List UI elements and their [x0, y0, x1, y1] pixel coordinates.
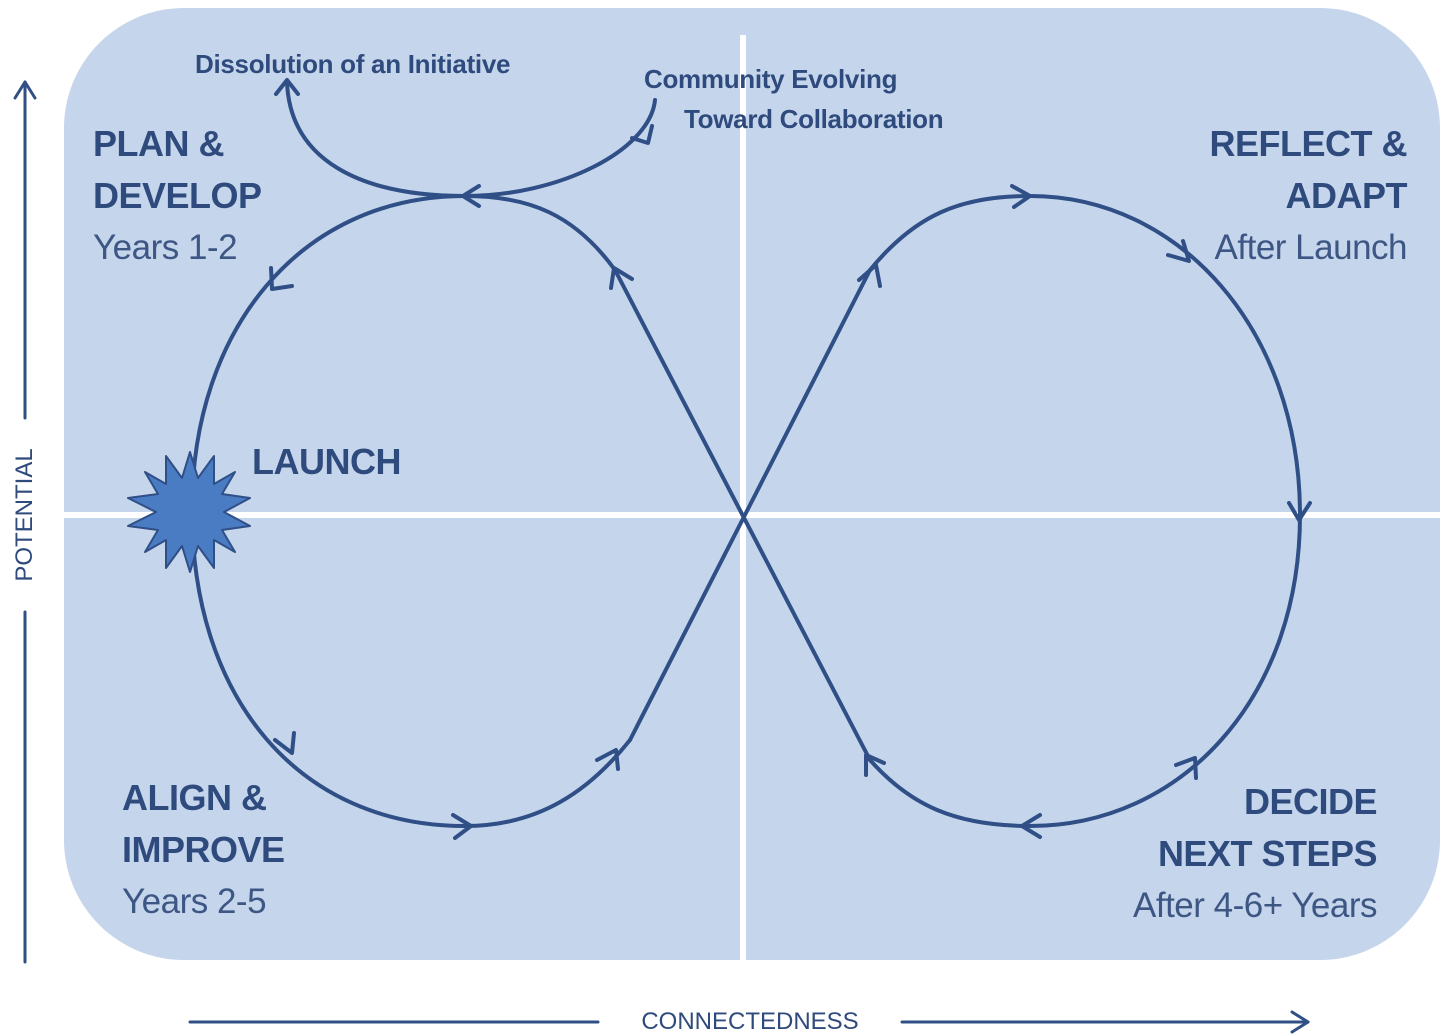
dissolution-label: Dissolution of an Initiative [195, 49, 511, 79]
arrowhead-right-middle [1287, 501, 1312, 522]
arrowhead-right-upper [1166, 239, 1191, 263]
phase-plan-title-2: DEVELOP [93, 175, 262, 216]
y-axis-arrowhead [13, 80, 37, 100]
phase-plan-subtitle: Years 1-2 [93, 228, 238, 267]
phase-plan-title-1: PLAN & [93, 123, 224, 164]
arrowhead-top-right [1010, 184, 1032, 209]
x-axis-label: CONNECTEDNESS [641, 1008, 859, 1035]
phase-align-subtitle: Years 2-5 [122, 882, 267, 921]
cross-line-falling [613, 268, 872, 762]
arrowhead-bottom-right [1020, 813, 1042, 839]
background-panel [64, 8, 1440, 960]
arrowhead-rising-upper [857, 263, 882, 288]
arrowhead-rising-lower [595, 748, 620, 771]
community-label-line-1: Community Evolving [644, 64, 898, 94]
loop-segment-top-left [190, 194, 467, 512]
phase-reflect-title-2: ADAPT [1285, 175, 1408, 216]
phase-reflect-title-1: REFLECT & [1209, 123, 1408, 164]
loop-segment-top-right [868, 193, 1302, 517]
phase-decide-next-steps: DECIDE NEXT STEPS After 4-6+ Years [1133, 776, 1377, 932]
phase-align-title-1: ALIGN & [122, 777, 267, 818]
y-axis-label: POTENTIAL [11, 448, 38, 582]
x-axis-arrowhead [1290, 1010, 1310, 1034]
phase-decide-subtitle: After 4-6+ Years [1133, 886, 1377, 925]
arrowhead-right-lower [1174, 756, 1198, 780]
phase-decide-title-2: NEXT STEPS [1157, 833, 1378, 874]
arrowhead-dissolution [274, 78, 300, 96]
arrowhead-falling-upper [609, 266, 634, 290]
phase-align-title-2: IMPROVE [122, 829, 285, 870]
phase-reflect-subtitle: After Launch [1214, 228, 1408, 267]
community-label-line-2: Toward Collaboration [684, 104, 944, 134]
phase-reflect-adapt: REFLECT & ADAPT After Launch [1210, 118, 1408, 274]
arrowhead-bottom-left [451, 813, 473, 840]
community-branch [463, 98, 657, 198]
loop-segment-bottom-right [868, 513, 1302, 829]
arrowhead-left-lower [273, 731, 296, 755]
arrowhead-falling-lower [864, 753, 886, 777]
arrowhead-left-upper [269, 266, 294, 291]
burst-star-icon [127, 451, 251, 573]
phase-decide-title-1: DECIDE [1243, 781, 1378, 822]
cross-line-rising [628, 268, 872, 742]
phase-plan-develop: PLAN & DEVELOP Years 1-2 [93, 118, 262, 274]
arrowhead-top-left-center [461, 184, 481, 208]
loop-segment-bottom-left [190, 508, 467, 828]
launch-label: LAUNCH [252, 441, 401, 482]
dissolution-branch [285, 80, 467, 198]
phase-align-improve: ALIGN & IMPROVE Years 2-5 [122, 772, 285, 928]
arrowhead-community [630, 124, 654, 145]
